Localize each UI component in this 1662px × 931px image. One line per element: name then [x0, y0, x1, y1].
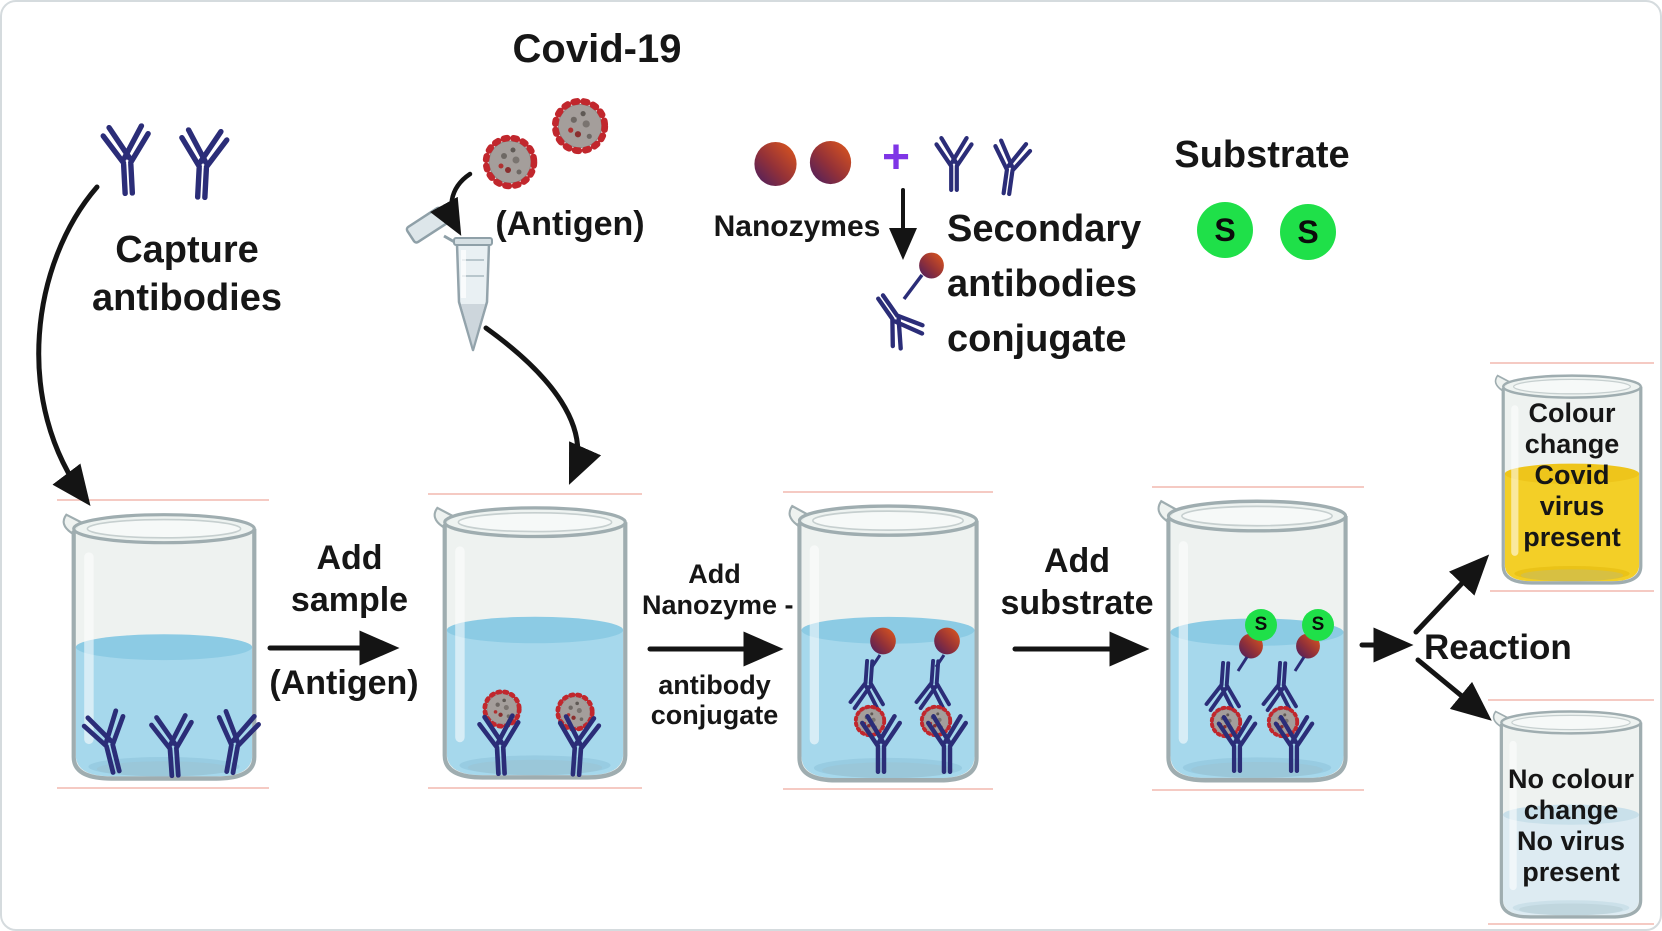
substrate-letter: S — [1311, 614, 1325, 635]
secondary-line3: conjugate — [947, 318, 1127, 360]
divider — [428, 787, 642, 789]
step1-above-line1: Add — [316, 539, 383, 577]
nanozyme-icon — [933, 627, 961, 655]
capture-antibody-icon — [202, 707, 268, 780]
nanozymes-label: Nanozymes — [713, 210, 881, 243]
antigen-label: (Antigen) — [495, 205, 645, 243]
microcentrifuge-tube-icon — [405, 206, 493, 352]
reaction-negative-arrow — [1415, 657, 1492, 721]
covid-virus-icon — [478, 130, 542, 194]
divider — [1490, 362, 1654, 364]
secondary-line1: Secondary — [947, 208, 1142, 250]
step3-above-line1: Add — [1043, 542, 1111, 580]
capture-antibodies-label: Capture antibodies — [62, 226, 312, 322]
divider — [783, 788, 993, 790]
positive-line5: present — [1523, 522, 1621, 552]
substrate-icon: S — [1280, 204, 1336, 260]
reaction-positive-arrow — [1413, 554, 1490, 635]
capture-antibody-icon — [74, 705, 144, 781]
positive-result-text: Colour change Covid virus present — [1500, 398, 1644, 553]
covid-virus-icon — [547, 93, 613, 159]
reaction-label: Reaction — [1424, 628, 1572, 667]
negative-line4: present — [1522, 857, 1620, 887]
step3-label-above: Add substrate — [997, 540, 1157, 624]
negative-result-beaker — [1490, 704, 1652, 922]
divider — [1488, 923, 1654, 925]
positive-line2: change — [1524, 429, 1620, 459]
capture-antibody-icon — [143, 712, 203, 780]
step2-label-above: Add Nanozyme - — [642, 559, 794, 621]
negative-result-text: No colour change No virus present — [1496, 764, 1646, 888]
negative-line2: change — [1523, 795, 1619, 825]
plus-sign: + — [882, 131, 911, 184]
substrate-letter: S — [1214, 211, 1236, 248]
step2-above-line2: Nanozyme - — [642, 590, 794, 620]
substrate-label: Substrate — [1174, 134, 1350, 176]
secondary-antibody-icon — [932, 136, 976, 192]
negative-line1: No colour — [1508, 764, 1634, 794]
covid-title: Covid-19 — [512, 27, 682, 71]
nanozyme-icon — [918, 252, 945, 279]
positive-line3: Covid — [1534, 460, 1610, 490]
step3-above-line2: substrate — [1000, 584, 1154, 622]
step1-label-above: Add sample — [282, 537, 417, 621]
step2-above-line1: Add — [688, 559, 741, 589]
divider — [1490, 590, 1654, 592]
conjugate-linker — [1236, 656, 1249, 672]
substrate-icon: S — [1302, 609, 1334, 641]
nanozyme-icon — [869, 627, 897, 655]
capture-antibody-icon — [548, 713, 608, 779]
negative-line3: No virus — [1516, 826, 1626, 856]
capture-antibody-icon — [470, 713, 529, 778]
conjugate-linker — [902, 273, 924, 301]
capture-antibody-icon — [921, 714, 973, 774]
capture-antibody-icon — [1268, 715, 1320, 773]
nanozyme-icon — [752, 141, 799, 187]
capture-line2: antibodies — [91, 277, 283, 319]
beaker-2-contents — [430, 498, 640, 784]
step2-below-line2: conjugate — [650, 700, 779, 730]
divider — [783, 491, 993, 493]
conjugate-linker — [1293, 656, 1306, 672]
capture-antibody-icon — [94, 122, 160, 197]
capture-antibody-icon — [1211, 715, 1263, 773]
substrate-icon: S — [1245, 609, 1277, 641]
step1-above-line2: sample — [290, 581, 409, 619]
secondary-line2: antibodies — [947, 263, 1138, 305]
secondary-antibodies-conjugate-label: Secondary antibodies conjugate — [947, 202, 1192, 367]
divider — [1152, 486, 1364, 488]
capture-line1: Capture — [115, 229, 259, 271]
positive-result-beaker — [1492, 368, 1652, 588]
capture-antibody-icon — [855, 714, 907, 774]
beaker-4-contents: S S — [1154, 491, 1360, 787]
substrate-letter: S — [1297, 213, 1319, 250]
capture-antibody-icon — [170, 126, 236, 201]
step2-label-below: antibody conjugate — [642, 670, 787, 730]
divider — [428, 493, 642, 495]
step2-below-line1: antibody — [658, 670, 771, 700]
divider — [57, 787, 269, 789]
secondary-antibody-icon — [984, 137, 1035, 199]
positive-line4: virus — [1539, 491, 1605, 521]
positive-line1: Colour — [1528, 398, 1616, 428]
substrate-letter: S — [1254, 614, 1268, 635]
beaker-capture-antibodies — [59, 505, 269, 785]
divider — [1152, 789, 1364, 791]
beaker-1-contents — [59, 505, 269, 785]
substrate-icon: S — [1197, 202, 1253, 258]
nanozyme-icon — [808, 140, 853, 185]
step1-label-below: (Antigen) — [269, 664, 419, 702]
divider — [57, 499, 269, 501]
divider — [1488, 699, 1654, 701]
beaker-3-contents — [785, 496, 991, 787]
